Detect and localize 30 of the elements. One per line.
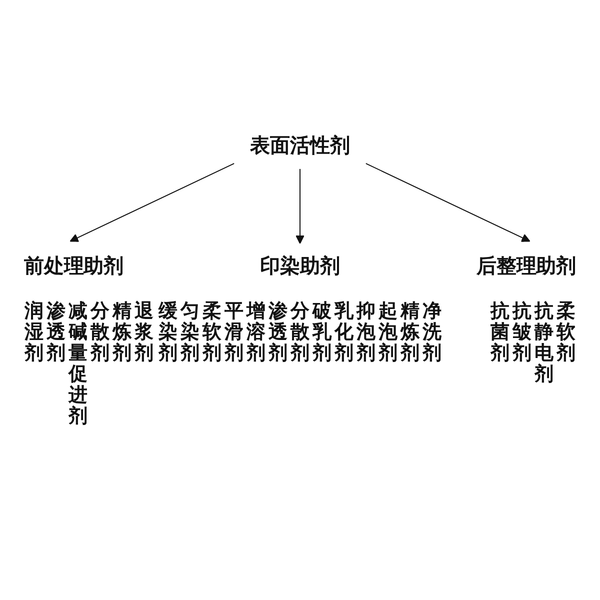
vertical-text-label: 平滑剂 bbox=[224, 301, 244, 364]
vertical-text-label: 净洗剂 bbox=[422, 301, 442, 364]
arrow bbox=[365, 162, 530, 242]
vertical-text-label: 缓染剂 bbox=[158, 301, 178, 364]
vertical-text-label: 柔软剂 bbox=[556, 301, 576, 364]
vertical-text-label: 起泡剂 bbox=[378, 301, 398, 364]
vertical-text-label: 匀染剂 bbox=[180, 301, 200, 364]
vertical-text-label: 抗皱剂 bbox=[512, 301, 532, 364]
node-text: 印染助剂 bbox=[260, 256, 340, 278]
vertical-text-label: 抗静电剂 bbox=[534, 301, 554, 386]
vertical-text-label: 减碱量促进剂 bbox=[68, 301, 88, 428]
vertical-text-label: 分散剂 bbox=[290, 301, 310, 364]
arrow bbox=[296, 168, 304, 244]
vertical-text-label: 精炼剂 bbox=[400, 301, 420, 364]
vertical-text-label: 渗透剂 bbox=[268, 301, 288, 364]
vertical-text-label: 破乳剂 bbox=[312, 301, 332, 364]
node-text: 前处理助剂 bbox=[24, 256, 124, 278]
vertical-text-label: 润湿剂 bbox=[24, 301, 44, 364]
vertical-text-label: 柔软剂 bbox=[202, 301, 222, 364]
vertical-text-label: 增溶剂 bbox=[246, 301, 266, 364]
vertical-text-label: 精炼剂 bbox=[112, 301, 132, 364]
vertical-text-label: 抑泡剂 bbox=[356, 301, 376, 364]
vertical-text-label: 乳化剂 bbox=[334, 301, 354, 364]
node-text: 表面活性剂 bbox=[250, 134, 350, 157]
arrow bbox=[70, 162, 235, 242]
vertical-text-label: 渗透剂 bbox=[46, 301, 66, 364]
vertical-text-label: 分散剂 bbox=[90, 301, 110, 364]
vertical-text-label: 抗菌剂 bbox=[490, 301, 510, 364]
vertical-text-label: 退浆剂 bbox=[134, 301, 154, 364]
node-text: 后整理助剂 bbox=[476, 256, 576, 278]
